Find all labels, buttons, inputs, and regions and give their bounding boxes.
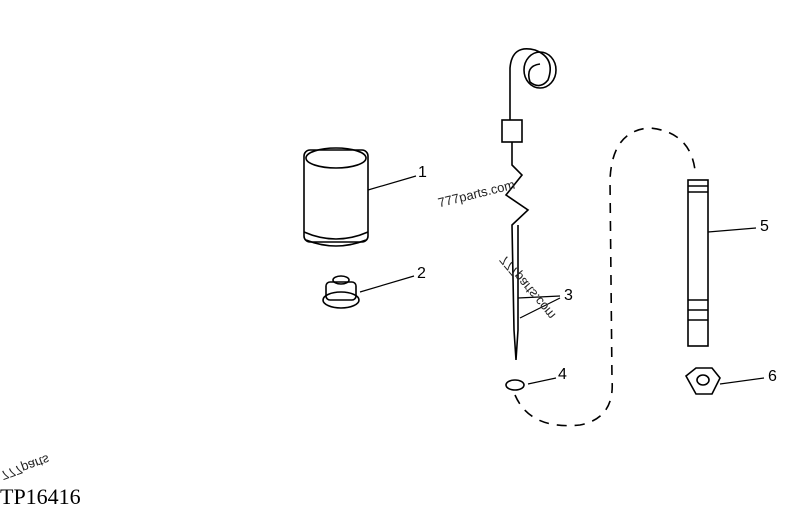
- callout-2: 2: [417, 265, 426, 282]
- callout-1: 1: [418, 164, 427, 181]
- leader-lines: [359, 175, 765, 385]
- callout-3: 3: [564, 287, 573, 304]
- figure-code: TP16416: [0, 484, 81, 509]
- callout-6: 6: [768, 368, 777, 385]
- callout-5: 5: [760, 218, 769, 235]
- cap-part: [322, 275, 360, 309]
- bolt-part: [687, 179, 709, 347]
- filter-part: [303, 147, 369, 247]
- nut-part: [684, 367, 721, 395]
- callout-4: 4: [558, 366, 567, 383]
- dipstick-part: [501, 48, 557, 391]
